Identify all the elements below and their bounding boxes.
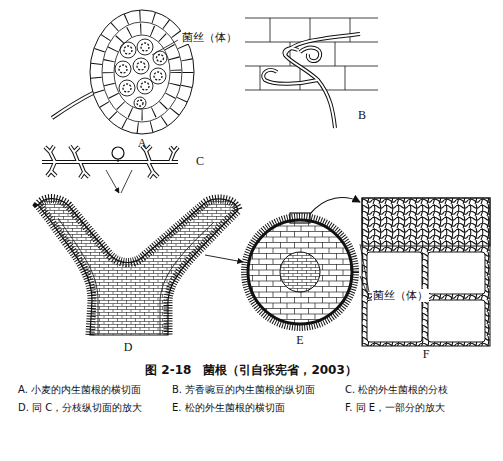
legend-line: A. 小麦的内生菌根的横切面 <box>18 384 141 396</box>
panel-letter: B <box>358 108 366 122</box>
panel-f-enlarged <box>360 198 490 346</box>
legend-line: E. 松的外生菌根的横切面 <box>172 402 285 414</box>
figure-caption: 图 2-18 菌根（引自张宪省，2003） <box>145 363 357 377</box>
panel-letter: E <box>296 333 303 347</box>
legend-line: C. 松的外生菌根的分枝 <box>345 384 448 396</box>
panel-letter: F <box>423 347 430 361</box>
panel-letter: D <box>124 340 133 354</box>
callout-label: 菌丝（体） <box>181 31 238 44</box>
legend-line: D. 同 C，分枝纵切面的放大 <box>18 402 142 414</box>
panel-letter: A <box>138 136 147 150</box>
panel-d-branch-section <box>38 199 243 335</box>
panel-e-cross-section <box>244 198 360 328</box>
panel-letter: C <box>196 154 204 168</box>
callout-label: 菌丝（体） <box>372 289 429 302</box>
panel-b-longitudinal-section <box>245 18 378 128</box>
legend-line: B. 芳香豌豆的内生菌根的纵切面 <box>172 384 315 396</box>
panel-c-branching <box>42 146 178 193</box>
legend-line: F. 同 E，一部分的放大 <box>345 402 445 414</box>
panel-a-cross-section <box>52 10 194 134</box>
